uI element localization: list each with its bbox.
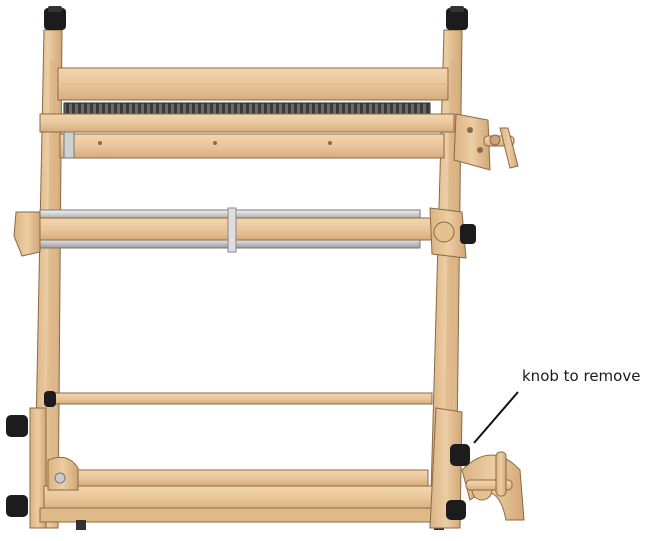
middle-right-knob bbox=[460, 224, 476, 244]
top-beam bbox=[57, 67, 449, 101]
callout-line bbox=[473, 391, 519, 444]
lower-right-knob bbox=[446, 500, 466, 520]
front-beam bbox=[39, 456, 444, 530]
left-lower-knob-upper bbox=[6, 415, 28, 437]
lower-cross-rod bbox=[44, 391, 433, 407]
right-lower-bracket bbox=[429, 407, 525, 529]
back-beam-with-ratchet bbox=[39, 102, 455, 159]
top-right-bracket bbox=[453, 113, 519, 171]
left-lower-knob-lower bbox=[6, 495, 28, 517]
left-side-knobs bbox=[6, 407, 47, 529]
left-top-knob bbox=[44, 8, 66, 30]
right-top-knob bbox=[446, 8, 468, 30]
knob-to-remove bbox=[450, 444, 470, 466]
knob-callout-label: knob to remove bbox=[522, 367, 641, 385]
middle-heddle-beam bbox=[13, 207, 476, 259]
